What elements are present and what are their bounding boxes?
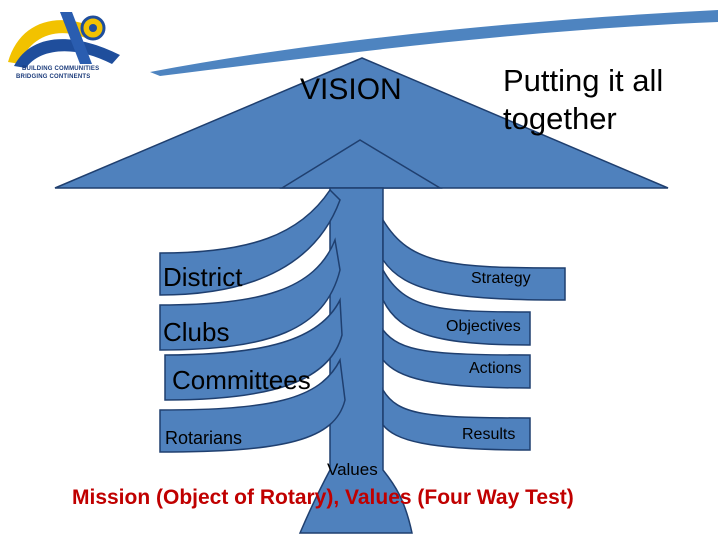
rotary-logo — [8, 12, 120, 68]
slide-title-line2: together — [503, 101, 617, 136]
slide-title: Putting it all together — [503, 62, 663, 138]
band-district — [159, 188, 341, 296]
stage-label-actions: Actions — [469, 360, 522, 377]
band-actions — [382, 327, 531, 389]
stage-label-objectives: Objectives — [446, 318, 521, 335]
level-label-committees: Committees — [172, 365, 311, 395]
logo-tagline-1: BUILDING COMMUNITIES — [22, 66, 100, 72]
rotary-wheel-hub — [89, 24, 97, 32]
band-rotarians — [159, 357, 346, 453]
base-label-values: Values — [327, 460, 378, 479]
band-results — [382, 387, 531, 451]
level-label-clubs: Clubs — [163, 317, 230, 347]
logo-pylon — [60, 12, 92, 64]
vision-label: VISION — [300, 73, 402, 106]
header-swoosh — [150, 10, 718, 76]
band-clubs — [159, 237, 341, 351]
stage-label-results: Results — [462, 426, 516, 443]
level-label-rotarians: Rotarians — [165, 428, 243, 448]
band-committees — [164, 297, 343, 401]
level-label-district: District — [163, 262, 243, 292]
footer-mission: Mission (Object of Rotary), Values (Four… — [72, 486, 574, 509]
band-strategy — [382, 217, 566, 301]
slide-title-line1: Putting it all — [503, 63, 664, 98]
stage-label-strategy: Strategy — [471, 270, 531, 287]
logo-arch-blue — [14, 39, 120, 68]
central-arrow-stem — [298, 187, 413, 534]
logo-tagline-2: BRIDGING CONTINENTS — [16, 74, 91, 80]
band-objectives — [382, 269, 531, 346]
